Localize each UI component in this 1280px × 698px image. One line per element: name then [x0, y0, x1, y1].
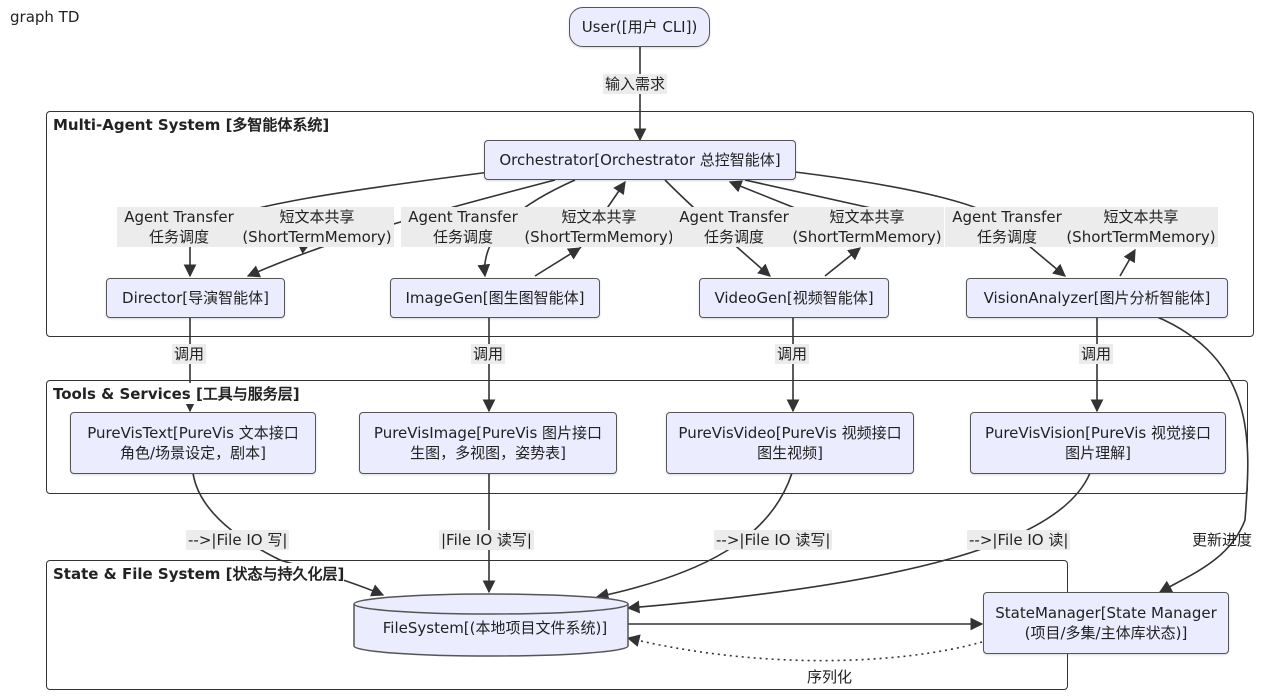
node-statemanager[interactable]: StateManager[State Manager (项目/多集/主体库状态)…: [983, 592, 1229, 654]
cluster-multi-agent: Multi-Agent System [多智能体系统]: [46, 111, 1254, 337]
label-transfer-videogen: Agent Transfer 任务调度: [672, 207, 796, 247]
node-purevisimage[interactable]: PureVisImage[PureVis 图片接口 生图，多视图，姿势表]: [359, 412, 617, 474]
node-imagegen[interactable]: ImageGen[图生图智能体]: [390, 278, 600, 318]
label-memory-vision: 短文本共享 (ShortTermMemory): [1064, 207, 1218, 247]
edge-orch-vision-memory: [1119, 248, 1136, 277]
label-io-text: -->|File IO 写|: [186, 530, 290, 550]
node-purevistext[interactable]: PureVisText[PureVis 文本接口 角色/场景设定，剧本]: [70, 412, 316, 474]
label-transfer-director: Agent Transfer 任务调度: [117, 207, 241, 247]
label-memory-director: 短文本共享 (ShortTermMemory): [240, 207, 394, 247]
filesystem-cylinder: [353, 593, 629, 657]
cluster-tools: Tools & Services [工具与服务层]: [46, 380, 1248, 494]
graph-header: graph TD: [10, 8, 80, 26]
label-io-image: |File IO 读写|: [439, 530, 534, 550]
label-serialize: 序列化: [807, 668, 853, 686]
label-input: 输入需求: [603, 74, 668, 94]
label-progress: 更新进度: [1192, 531, 1253, 549]
node-filesystem[interactable]: FileSystem[(本地项目文件系统)]: [382, 619, 608, 637]
label-memory-videogen: 短文本共享 (ShortTermMemory): [790, 207, 944, 247]
node-videogen[interactable]: VideoGen[视频智能体]: [699, 278, 889, 318]
node-orchestrator[interactable]: Orchestrator[Orchestrator 总控智能体]: [484, 140, 796, 180]
edge-statemanager-filesystem-serialize: [626, 634, 983, 662]
cluster-title-agents: Multi-Agent System [多智能体系统]: [53, 114, 330, 135]
cluster-title-state: State & File System [状态与持久化层]: [53, 563, 345, 584]
label-io-video: -->|File IO 读写|: [714, 530, 833, 550]
label-transfer-imagegen: Agent Transfer 任务调度: [401, 207, 525, 247]
label-call-director: 调用: [172, 344, 207, 364]
node-purevisvision[interactable]: PureVisVision[PureVis 视觉接口 图片理解]: [970, 412, 1226, 474]
label-call-imagegen: 调用: [471, 344, 506, 364]
label-memory-imagegen: 短文本共享 (ShortTermMemory): [522, 207, 676, 247]
edge-orch-imagegen-memory: [534, 247, 582, 277]
node-visionanalyzer[interactable]: VisionAnalyzer[图片分析智能体]: [966, 278, 1228, 318]
edge-purevistext-filesystem: [192, 472, 385, 597]
node-purevisvideo[interactable]: PureVisVideo[PureVis 视频接口 图生视频]: [666, 412, 914, 474]
label-call-vision: 调用: [1079, 344, 1114, 364]
edge-purevisvision-filesystem: [626, 472, 1091, 614]
label-transfer-vision: Agent Transfer 任务调度: [945, 207, 1069, 247]
node-director[interactable]: Director[导演智能体]: [106, 278, 285, 318]
node-user[interactable]: User([用户 CLI]): [569, 7, 710, 47]
edge-orch-videogen-memory: [824, 247, 861, 277]
cluster-title-tools: Tools & Services [工具与服务层]: [53, 383, 300, 404]
label-io-vision: -->|File IO 读|: [967, 530, 1071, 550]
label-call-videogen: 调用: [775, 344, 810, 364]
edge-vision-statemanager: [1154, 315, 1249, 593]
edge-purevisvideo-filesystem: [595, 472, 793, 601]
